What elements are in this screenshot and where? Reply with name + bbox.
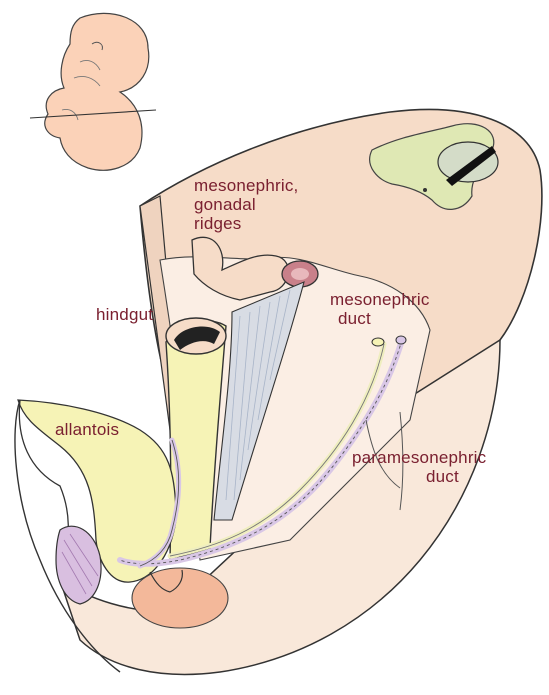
label-line: duct: [352, 467, 486, 486]
paramesonephric-duct-cut: [396, 336, 406, 344]
mesonephric-duct-cut: [372, 338, 384, 346]
urogenital-sinus: [132, 568, 228, 628]
label-allantois: allantois: [55, 420, 119, 439]
label-line: hindgut: [96, 305, 153, 324]
label-mesonephric-duct: mesonephric duct: [330, 290, 430, 328]
label-line: ridges: [194, 214, 298, 233]
embryo-body-outline: [45, 13, 149, 170]
label-line: gonadal: [194, 195, 298, 214]
label-mesonephric-gonadal-ridges: mesonephric, gonadal ridges: [194, 176, 298, 233]
label-hindgut: hindgut: [96, 305, 153, 324]
label-line: mesonephric,: [194, 176, 298, 195]
mesonephric-ridge-inner: [291, 268, 309, 280]
label-paramesonephric-duct: paramesonephric duct: [352, 448, 486, 486]
label-line: duct: [330, 309, 430, 328]
label-line: mesonephric: [330, 290, 430, 309]
embryo-orientation-thumbnail: [30, 13, 156, 170]
cloacal-membrane: [56, 526, 101, 604]
label-line: allantois: [55, 420, 119, 439]
notochord-dot: [423, 188, 427, 192]
label-line: paramesonephric: [352, 448, 486, 467]
neural-tube-outer: [438, 142, 498, 182]
